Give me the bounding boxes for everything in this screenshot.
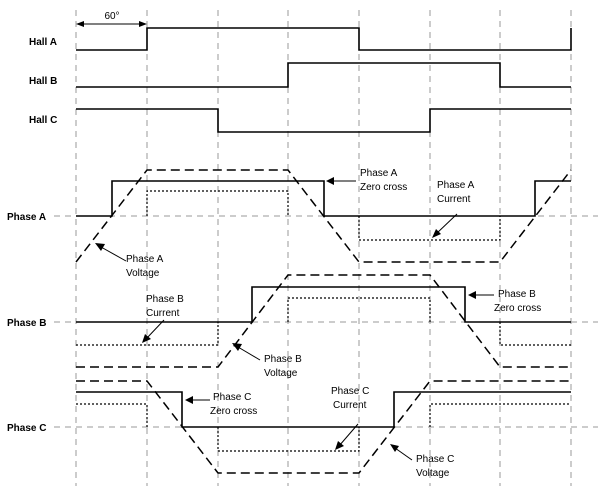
leader-arrowhead <box>468 291 476 299</box>
phase-c-current-negative <box>217 427 360 452</box>
phase-c-voltage-callout: Phase C Voltage <box>390 444 454 479</box>
phase-b-current-negative <box>499 322 571 346</box>
phase-b-current-trace <box>76 322 219 346</box>
sector-width-dimension: 60° <box>76 11 147 27</box>
phase-b-voltage-trace <box>76 274 571 368</box>
phase-c-solid-trace <box>76 391 571 428</box>
phase-b-current-line2: Current <box>146 308 180 319</box>
phase-a-voltage-line2: Voltage <box>126 268 160 279</box>
leader-arrowhead <box>185 396 193 404</box>
leader-arrowhead <box>326 177 334 185</box>
phase-b-voltage-line1: Phase B <box>264 354 302 365</box>
sector-grid <box>75 10 572 486</box>
dimension-arrow-left <box>76 21 84 27</box>
phase-c-current-line2: Current <box>333 400 367 411</box>
phase-a-voltage-line1: Phase A <box>126 254 164 265</box>
hall-b-label: Hall B <box>29 76 57 87</box>
phase-a-zero-cross-line2: Zero cross <box>360 182 407 193</box>
phase-c-current-callout: Phase C Current <box>331 386 369 450</box>
hall-c-waveform <box>76 108 571 133</box>
phase-a-voltage-callout: Phase A Voltage <box>95 243 164 279</box>
leader-line <box>435 213 458 235</box>
phase-c-current-trace <box>76 403 148 427</box>
leader-line <box>338 423 359 447</box>
phase-a-waveforms <box>75 169 572 263</box>
phase-c-zero-cross-line2: Zero cross <box>210 406 257 417</box>
leader-line <box>237 346 261 361</box>
phase-c-zero-cross-line1: Phase C <box>213 392 251 403</box>
phase-c-current-positive <box>429 403 571 427</box>
phase-a-solid-trace <box>76 180 571 217</box>
leader-line <box>100 246 127 262</box>
phase-a-current-callout: Phase A Current <box>432 180 475 238</box>
leader-line <box>394 447 413 461</box>
phase-a-zero-cross-line1: Phase A <box>360 168 398 179</box>
phase-b-current-callout: Phase B Current <box>142 294 184 343</box>
phase-b-waveforms <box>76 274 571 368</box>
phase-a-current-line2: Current <box>437 194 471 205</box>
phase-b-current-positive <box>287 297 431 322</box>
phase-c-voltage-line1: Phase C <box>416 454 454 465</box>
hall-a-label: Hall A <box>29 37 57 48</box>
hall-a-waveform <box>76 27 572 51</box>
phase-a-current-negative <box>358 216 501 241</box>
signal-labels: Hall A Hall B Hall C Phase A Phase B Pha… <box>7 37 57 434</box>
phase-c-voltage-line2: Voltage <box>416 468 450 479</box>
phase-c-voltage-trace <box>76 380 571 474</box>
leader-arrowhead <box>390 444 399 452</box>
phase-c-label: Phase C <box>7 423 46 434</box>
dimension-arrow-right <box>139 21 147 27</box>
phase-b-current-line1: Phase B <box>146 294 184 305</box>
phase-b-voltage-callout: Phase B Voltage <box>232 343 302 379</box>
phase-b-solid-trace <box>76 286 571 323</box>
phase-a-current-trace <box>146 190 289 216</box>
phase-b-zero-cross-line1: Phase B <box>498 289 536 300</box>
leader-line <box>145 319 165 340</box>
leader-arrowhead <box>432 229 441 238</box>
phase-c-waveforms <box>76 380 571 474</box>
angle-label: 60° <box>104 11 119 22</box>
phase-b-zero-cross-callout: Phase B Zero cross <box>468 289 541 314</box>
phase-a-zero-cross-callout: Phase A Zero cross <box>326 168 407 193</box>
leader-arrowhead <box>335 441 344 450</box>
hall-waveforms <box>76 27 572 133</box>
phase-c-zero-cross-callout: Phase C Zero cross <box>185 392 257 417</box>
phase-b-zero-cross-line2: Zero cross <box>494 303 541 314</box>
hall-c-label: Hall C <box>29 115 57 126</box>
phase-a-current-line1: Phase A <box>437 180 475 191</box>
phase-c-current-line1: Phase C <box>331 386 369 397</box>
phase-a-voltage-trace <box>75 169 572 263</box>
leader-arrowhead <box>232 343 242 351</box>
leader-arrowhead <box>95 243 105 251</box>
phase-a-label: Phase A <box>7 212 46 223</box>
leader-arrowhead <box>142 334 151 343</box>
hall-b-waveform <box>76 62 571 88</box>
phase-b-voltage-line2: Voltage <box>264 368 298 379</box>
phase-b-label: Phase B <box>7 318 46 329</box>
